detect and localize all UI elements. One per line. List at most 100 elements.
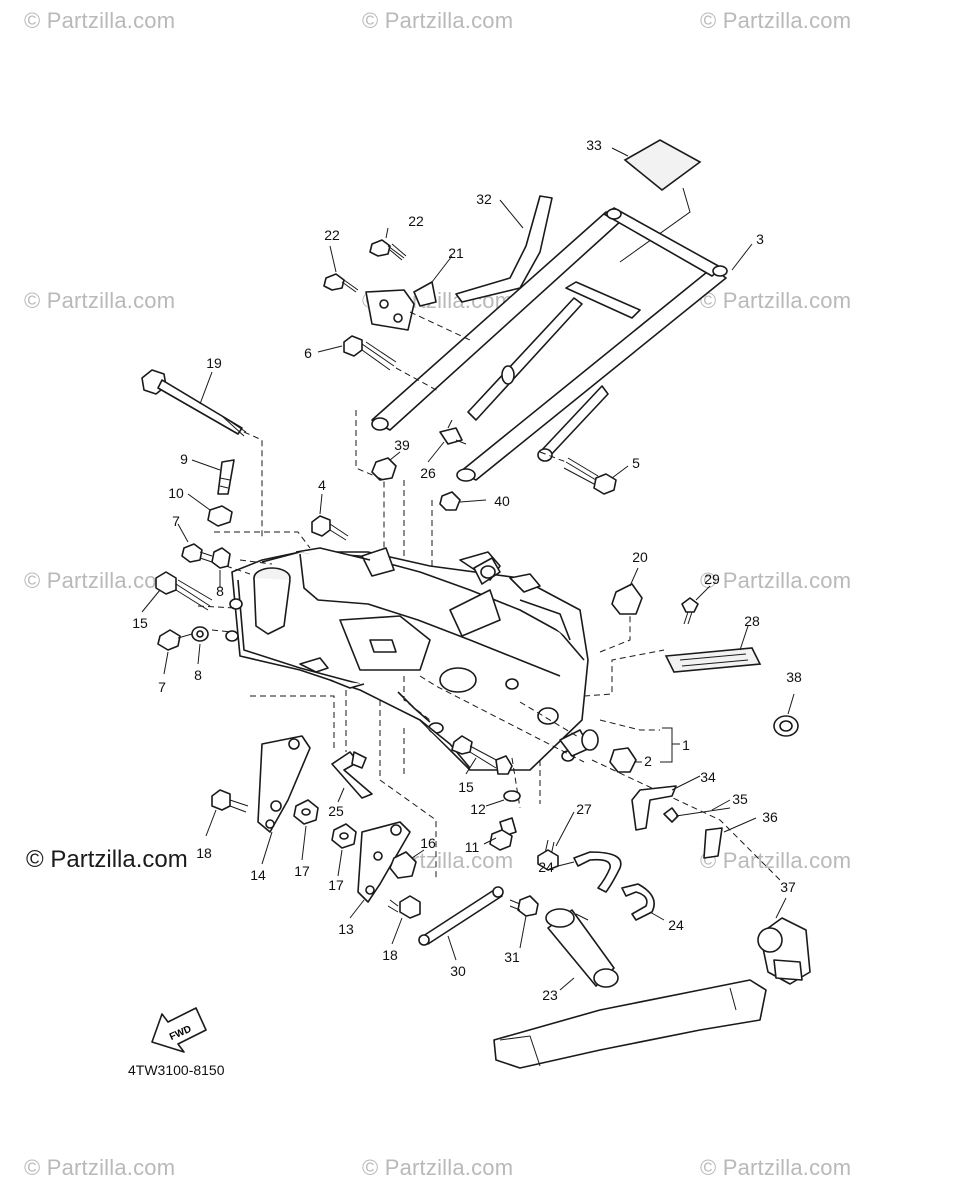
callout-17-a: 17 — [294, 863, 310, 879]
callout-29: 29 — [704, 571, 720, 587]
callout-8-b: 8 — [194, 667, 202, 683]
part-17-nut-right[interactable] — [331, 823, 357, 849]
watermark-mid2-right: © Partzilla.com — [700, 568, 852, 593]
part-12-washer[interactable] — [503, 790, 521, 802]
callout-24-a: 24 — [538, 859, 554, 875]
part-2-collar-b[interactable] — [609, 747, 637, 773]
callout-14: 14 — [250, 867, 266, 883]
part-25-clip[interactable] — [331, 751, 373, 799]
callout-36: 36 — [762, 809, 778, 825]
callout-28: 28 — [744, 613, 760, 629]
part-13-plate[interactable] — [357, 821, 411, 903]
callout-15-a: 15 — [132, 615, 148, 631]
part-18-bolt-left[interactable] — [211, 789, 249, 813]
part-34-bracket[interactable] — [631, 785, 677, 831]
part-3-subframe[interactable] — [371, 207, 728, 482]
part-8-washer-lower[interactable] — [191, 626, 209, 642]
callout-27: 27 — [576, 801, 592, 817]
part-15-bolt-lower[interactable] — [451, 735, 513, 775]
part-37-boot[interactable] — [757, 917, 811, 985]
watermark-mid1-right: © Partzilla.com — [700, 288, 852, 313]
part-32-strap[interactable] — [455, 195, 553, 303]
watermark-top-right: © Partzilla.com — [700, 8, 852, 33]
part-24-band-upper[interactable] — [573, 851, 622, 893]
watermark-bottom-center: © Partzilla.com — [362, 1155, 514, 1180]
watermark-mid2-left: © Partzilla.com — [24, 568, 176, 593]
watermark-bottom-left: © Partzilla.com — [24, 1155, 176, 1180]
callout-38: 38 — [786, 669, 802, 685]
part-19-long-bolt[interactable] — [141, 369, 247, 437]
part-23-cover[interactable] — [545, 908, 619, 988]
callout-31: 31 — [504, 949, 520, 965]
part-24-band-lower[interactable] — [621, 883, 655, 921]
part-16-collar[interactable] — [389, 851, 417, 879]
part-2-collar-a[interactable] — [581, 729, 599, 751]
callout-21: 21 — [448, 245, 464, 261]
callout-9: 9 — [180, 451, 188, 467]
callout-8-a: 8 — [216, 583, 224, 599]
part-9-stud[interactable] — [217, 459, 235, 495]
callout-20: 20 — [632, 549, 648, 565]
callout-11: 11 — [465, 839, 480, 855]
callout-34: 34 — [700, 769, 716, 785]
part-7-bolt-upper[interactable] — [181, 543, 213, 563]
part-40-collar[interactable] — [439, 491, 461, 511]
callout-7-a: 7 — [172, 513, 180, 529]
callout-5: 5 — [632, 455, 640, 471]
part-14-plate[interactable] — [257, 735, 311, 833]
part-8-nut-upper[interactable] — [211, 547, 231, 569]
callout-6: 6 — [304, 345, 312, 361]
part-31-bolt[interactable] — [509, 895, 539, 917]
callout-18-a: 18 — [196, 845, 212, 861]
callout-1: 1 — [682, 737, 690, 753]
watermark-mid3-right: © Partzilla.com — [700, 848, 852, 873]
part-20-collar[interactable] — [611, 583, 643, 615]
watermark-top-left: © Partzilla.com — [24, 8, 176, 33]
callout-30: 30 — [450, 963, 466, 979]
part-27-bolt[interactable] — [537, 839, 559, 871]
callout-13: 13 — [338, 921, 354, 937]
callout-10: 10 — [168, 485, 184, 501]
part-33-pad[interactable] — [623, 139, 702, 192]
part-26-clip[interactable] — [439, 419, 467, 445]
watermark-bold: © Partzilla.com — [26, 846, 188, 873]
part-15-bolt-upper[interactable] — [155, 571, 213, 611]
watermark-mid1-left: © Partzilla.com — [24, 288, 176, 313]
part-5-bolt[interactable] — [563, 457, 617, 495]
callout-35: 35 — [732, 791, 748, 807]
part-28-plate[interactable] — [664, 647, 762, 673]
callout-16: 16 — [420, 835, 436, 851]
callout-22-b: 22 — [324, 227, 340, 243]
part-17-nut-left[interactable] — [293, 799, 319, 825]
watermark-top-center: © Partzilla.com — [362, 8, 514, 33]
callout-33: 33 — [586, 137, 602, 153]
part-22-bolt-upper[interactable] — [369, 239, 407, 261]
watermark-bottom-right: © Partzilla.com — [700, 1155, 852, 1180]
callout-19: 19 — [206, 355, 222, 371]
callout-22-a: 22 — [408, 213, 424, 229]
part-rail-lower — [493, 979, 767, 1069]
callout-39: 39 — [394, 437, 410, 453]
callout-4: 4 — [318, 477, 326, 493]
part-39-collar[interactable] — [371, 457, 397, 481]
part-35-pin[interactable] — [663, 807, 731, 823]
callout-18-b: 18 — [382, 947, 398, 963]
part-36-tag[interactable] — [703, 827, 723, 859]
part-38-grommet[interactable] — [773, 715, 799, 737]
callout-12: 12 — [470, 801, 486, 817]
part-29-screw[interactable] — [681, 597, 699, 625]
part-18-bolt-right[interactable] — [387, 895, 421, 919]
callout-32: 32 — [476, 191, 492, 207]
part-11-bolt[interactable] — [489, 817, 517, 851]
part-4-bolt[interactable] — [311, 515, 349, 541]
part-code-label: 4TW3100-8150 — [128, 1062, 225, 1078]
part-22-bolt-left[interactable] — [323, 273, 359, 293]
part-30-rod[interactable] — [418, 886, 504, 946]
part-7-bolt-lower[interactable] — [157, 629, 193, 651]
part-10-nut[interactable] — [207, 505, 233, 527]
callout-40: 40 — [494, 493, 510, 509]
part-1-main-frame[interactable] — [225, 547, 591, 771]
part-6-bolt[interactable] — [343, 335, 397, 371]
part-21-bracket[interactable] — [365, 281, 437, 331]
